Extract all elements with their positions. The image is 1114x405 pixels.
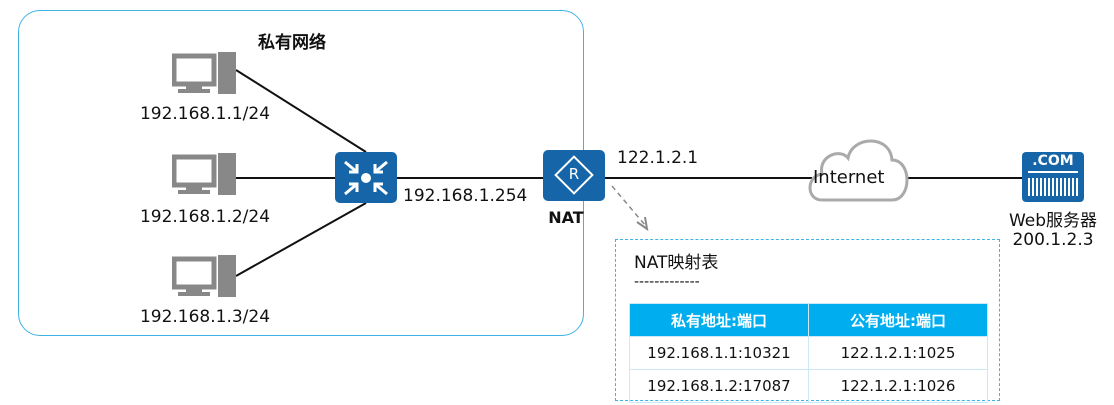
internet-label: Internet xyxy=(813,167,885,188)
header-private: 私有地址:端口 xyxy=(629,303,809,337)
pc-icon xyxy=(172,52,236,94)
cell-private: 192.168.1.2:17087 xyxy=(629,369,809,403)
web-server-icon: .COM xyxy=(1022,152,1084,202)
host-2-ip: 192.168.1.2/24 xyxy=(139,207,271,227)
cell-public: 122.1.2.1:1025 xyxy=(808,336,988,370)
router-public-ip: 122.1.2.1 xyxy=(617,148,699,168)
server-ip: 200.1.2.3 xyxy=(1012,230,1094,250)
private-network-frame xyxy=(18,10,584,336)
nat-table-separator: ------------- xyxy=(634,274,700,290)
nat-table-title: NAT映射表 xyxy=(634,253,719,273)
link-pc3-switch xyxy=(235,202,367,277)
private-network-title: 私有网络 xyxy=(258,33,326,53)
cloud-icon xyxy=(808,139,909,202)
host-1-ip: 192.168.1.1/24 xyxy=(139,104,271,124)
nat-arrow-line xyxy=(611,185,646,226)
table-header-row: 私有地址:端口公有地址:端口 xyxy=(629,303,988,337)
pc-icon xyxy=(172,255,236,297)
router-label: NAT xyxy=(548,208,584,227)
pc-icon xyxy=(172,153,236,195)
arrow-head-icon xyxy=(636,216,649,232)
host-3-ip: 192.168.1.3/24 xyxy=(139,307,271,327)
nat-table-panel: NAT映射表 ------------- 私有地址:端口公有地址:端口 192.… xyxy=(615,239,1000,403)
link-pc1-switch xyxy=(235,69,367,153)
header-public: 公有地址:端口 xyxy=(808,303,988,337)
router-icon: R xyxy=(543,150,605,201)
cell-public: 122.1.2.1:1026 xyxy=(808,369,988,403)
server-name: Web服务器 xyxy=(1008,211,1098,231)
switch-ip: 192.168.1.254 xyxy=(403,186,528,206)
switch-icon xyxy=(335,152,397,203)
cell-private: 192.168.1.1:10321 xyxy=(629,336,809,370)
